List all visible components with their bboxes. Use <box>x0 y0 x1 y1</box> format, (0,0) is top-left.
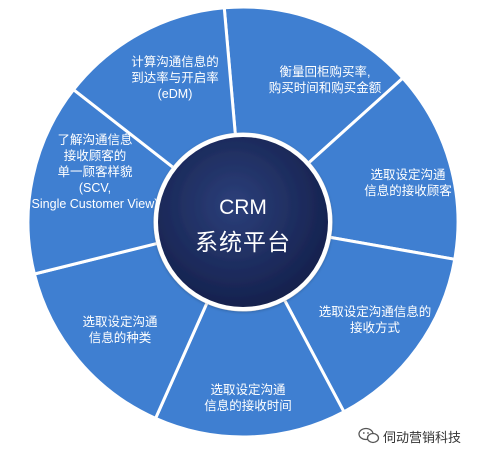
segment-label-line: 到达率与开启率 <box>131 70 219 85</box>
segment-label-line: 接收方式 <box>350 320 401 335</box>
segment-label-line: 信息的种类 <box>89 330 152 345</box>
segment-label-line: 了解沟通信息 <box>57 132 132 147</box>
segment-label-line: (eDM) <box>158 87 193 101</box>
segment-label-line: 信息的接收时间 <box>204 398 292 413</box>
center-subtitle: 系统平台 <box>195 229 291 255</box>
segment-label-line: 选取设定沟通 <box>82 314 158 329</box>
segment-label-line: 选取设定沟通 <box>210 382 286 397</box>
segment-label-line: 信息的接收顾客 <box>364 183 452 198</box>
center-circle <box>158 137 328 307</box>
center-title: CRM <box>219 196 267 219</box>
segment-label-line: 接收顾客的 <box>64 148 127 163</box>
center-hub <box>154 133 332 311</box>
segment-label-line: Single Customer View) <box>32 197 159 211</box>
segment-label-line: 衡量回柜购买率, <box>280 64 371 79</box>
segment-label-line: 选取设定沟通信息的 <box>319 304 432 319</box>
segment-label-line: 选取设定沟通 <box>370 167 446 182</box>
segment-label-line: 计算沟通信息的 <box>131 54 219 69</box>
watermark-text: 伺动营销科技 <box>383 430 461 445</box>
wechat-icon <box>358 427 380 444</box>
segment-label-line: 单一顾客样貌 <box>57 164 133 179</box>
segment-label-line: 购买时间和购买金额 <box>269 80 382 95</box>
segment-label-line: (SCV, <box>79 181 111 195</box>
watermark: 伺动营销科技 <box>358 427 461 445</box>
